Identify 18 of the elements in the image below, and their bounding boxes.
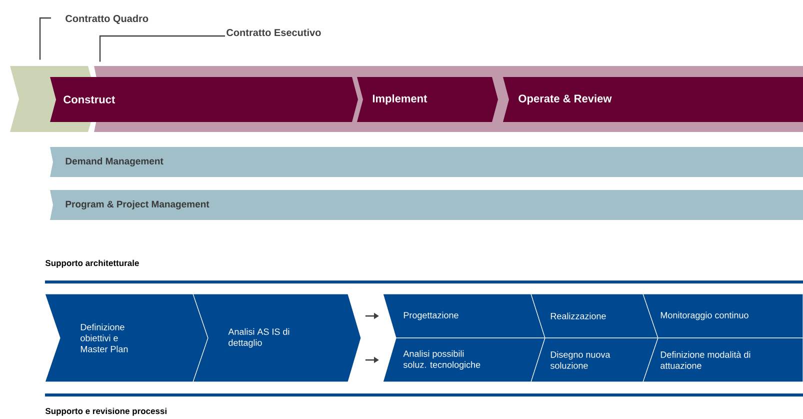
leader-line <box>39 17 51 60</box>
process-cell: Progettazione <box>382 294 546 338</box>
process-cell: Monitoraggio continuo <box>642 294 803 338</box>
contract-label: Contratto Esecutivo <box>226 28 321 36</box>
process-cell: Analisi possibili soluz. tecnologiche <box>382 338 546 382</box>
process-cell: Definizione modalità di attuazione <box>642 338 803 382</box>
chevron-shape <box>10 66 56 132</box>
process-step: Analisi AS IS di dettaglio <box>192 294 362 382</box>
phase-box: Operate & Review <box>503 77 803 122</box>
phase-box: Implement <box>357 77 498 122</box>
section-heading: Supporto architetturale <box>45 260 139 268</box>
leader-line <box>99 35 225 62</box>
process-step: Definizione obiettivi e Master Plan <box>44 294 208 382</box>
contract-label: Contratto Quadro <box>66 14 148 24</box>
band-box: Program & Project Management <box>50 190 803 220</box>
band-box: Demand Management <box>50 146 803 177</box>
section-heading: Supporto e revisione processi <box>45 408 166 416</box>
phase-box: Construct <box>50 77 358 122</box>
